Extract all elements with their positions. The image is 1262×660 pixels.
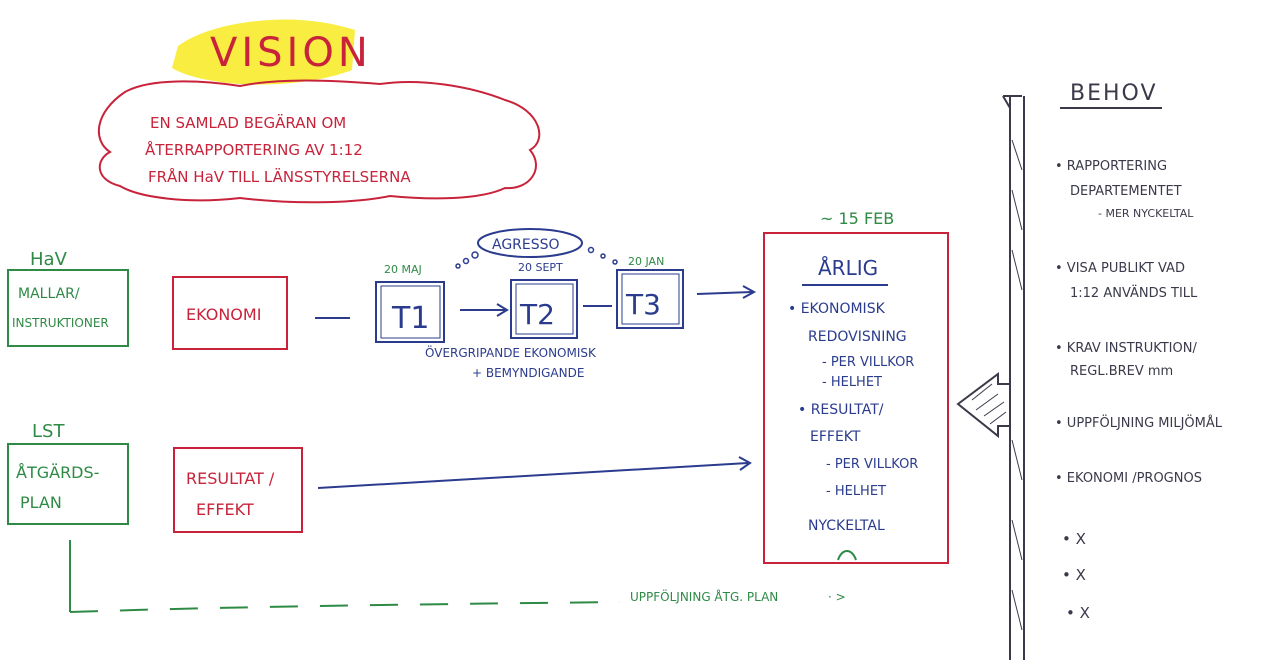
bubble-dot xyxy=(600,253,606,259)
hav-label: HaV xyxy=(30,249,68,270)
cloud-line-3: FRÅN HaV TILL LÄNSSTYRELSERNA xyxy=(148,167,411,186)
hav-box-line-2: INSTRUKTIONER xyxy=(12,316,109,330)
behov-title: BEHOV xyxy=(1070,81,1158,106)
hav-box xyxy=(7,269,129,347)
lst-box-line-2: PLAN xyxy=(20,493,62,512)
divider-scribble xyxy=(1011,139,1023,631)
lst-box-line-1: ÅTGÄRDS- xyxy=(16,463,99,482)
followup-dashed-line xyxy=(69,601,621,613)
arlig-line: EFFEKT xyxy=(810,429,861,445)
vision-title: VISION xyxy=(210,30,372,76)
behov-item-line: • RAPPORTERING xyxy=(1055,159,1167,174)
t2-label: T2 xyxy=(519,298,555,331)
bubble-dot xyxy=(587,246,595,254)
t2-date: 20 SEPT xyxy=(518,261,563,274)
behov-item-line: • VISA PUBLIKT VAD xyxy=(1055,261,1185,276)
cloud-line-1: EN SAMLAD BEGÄRAN OM xyxy=(150,113,346,132)
behov-item-line: • UPPFÖLJNING MILJÖMÅL xyxy=(1055,414,1223,431)
cloud-line-2: ÅTERRAPPORTERING AV 1:12 xyxy=(145,140,363,159)
bubble-dot xyxy=(471,251,479,259)
ekonomi-label: EKONOMI xyxy=(186,305,261,324)
behov-item-line: • KRAV INSTRUKTION/ xyxy=(1055,341,1197,356)
resultat-to-arlig-arrow xyxy=(317,462,749,489)
behov-item-line: • X xyxy=(1066,604,1090,622)
t3-date: 20 JAN xyxy=(628,255,664,268)
t1-box xyxy=(375,281,445,343)
behov-item-line: • X xyxy=(1062,530,1086,548)
t3-label: T3 xyxy=(625,288,661,321)
big-left-arrow xyxy=(956,372,1011,439)
agresso-label: AGRESSO xyxy=(492,237,560,253)
t3-box-inner xyxy=(621,273,680,325)
vision-highlight xyxy=(172,19,355,85)
arlig-line: - PER VILLKOR xyxy=(826,457,918,472)
arlig-line: - PER VILLKOR xyxy=(822,355,914,370)
followup-arrow: · > xyxy=(828,590,846,604)
behov-item-line: 1:12 ANVÄNDS TILL xyxy=(1070,285,1198,301)
arlig-bottom-mark xyxy=(837,550,857,561)
t1-date: 20 MAJ xyxy=(384,263,422,276)
behov-item-line: DEPARTEMENTET xyxy=(1070,184,1182,199)
arlig-date: ~ 15 FEB xyxy=(820,209,894,228)
followup-label: UPPFÖLJNING ÅTG. PLAN xyxy=(630,588,778,604)
t1-box-inner xyxy=(380,285,441,339)
big-left-arrow-hatch xyxy=(971,383,1007,425)
t3-to-arlig-arrow xyxy=(696,291,753,295)
resultat-box xyxy=(173,447,303,533)
arlig-line: • RESULTAT/ xyxy=(798,402,884,418)
hav-box-line-1: MALLAR/ xyxy=(18,286,80,302)
behov-item-line: REGL.BREV mm xyxy=(1070,364,1173,379)
ekonomi-box xyxy=(172,276,288,350)
t3-to-arlig-arrowhead xyxy=(742,285,757,299)
bubble-dot xyxy=(612,259,618,265)
vision-cloud xyxy=(97,79,541,204)
arlig-line: - HELHET xyxy=(822,375,882,390)
bubble-dot xyxy=(455,263,461,269)
behov-item-line: - MER NYCKELTAL xyxy=(1098,207,1194,220)
arlig-line: - HELHET xyxy=(826,484,886,499)
behov-item-line: • X xyxy=(1062,566,1086,584)
agresso-bubble xyxy=(477,228,583,258)
resultat-to-arlig-arrowhead xyxy=(738,456,752,471)
arlig-line: REDOVISNING xyxy=(808,329,907,345)
arlig-box xyxy=(763,232,949,564)
resultat-line-1: RESULTAT / xyxy=(186,469,275,488)
resultat-line-2: EFFEKT xyxy=(196,500,254,519)
lst-box xyxy=(7,443,129,525)
divider-post xyxy=(1002,95,1025,660)
t1-to-t2-arrowhead xyxy=(496,303,509,317)
t2-box-inner xyxy=(515,283,574,335)
behov-item-line: • EKONOMI /PROGNOS xyxy=(1055,471,1202,486)
lst-label: LST xyxy=(32,421,65,442)
arlig-title: ÅRLIG xyxy=(818,256,878,280)
t3-box xyxy=(616,269,684,329)
arlig-line: NYCKELTAL xyxy=(808,518,885,534)
note-line-2: + BEMYNDIGANDE xyxy=(472,366,584,380)
t2-box xyxy=(510,279,578,339)
note-line-1: ÖVERGRIPANDE EKONOMISK xyxy=(425,344,597,360)
bubble-dot xyxy=(462,257,470,265)
t1-label: T1 xyxy=(391,301,429,336)
arlig-line: • EKONOMISK xyxy=(788,301,886,317)
